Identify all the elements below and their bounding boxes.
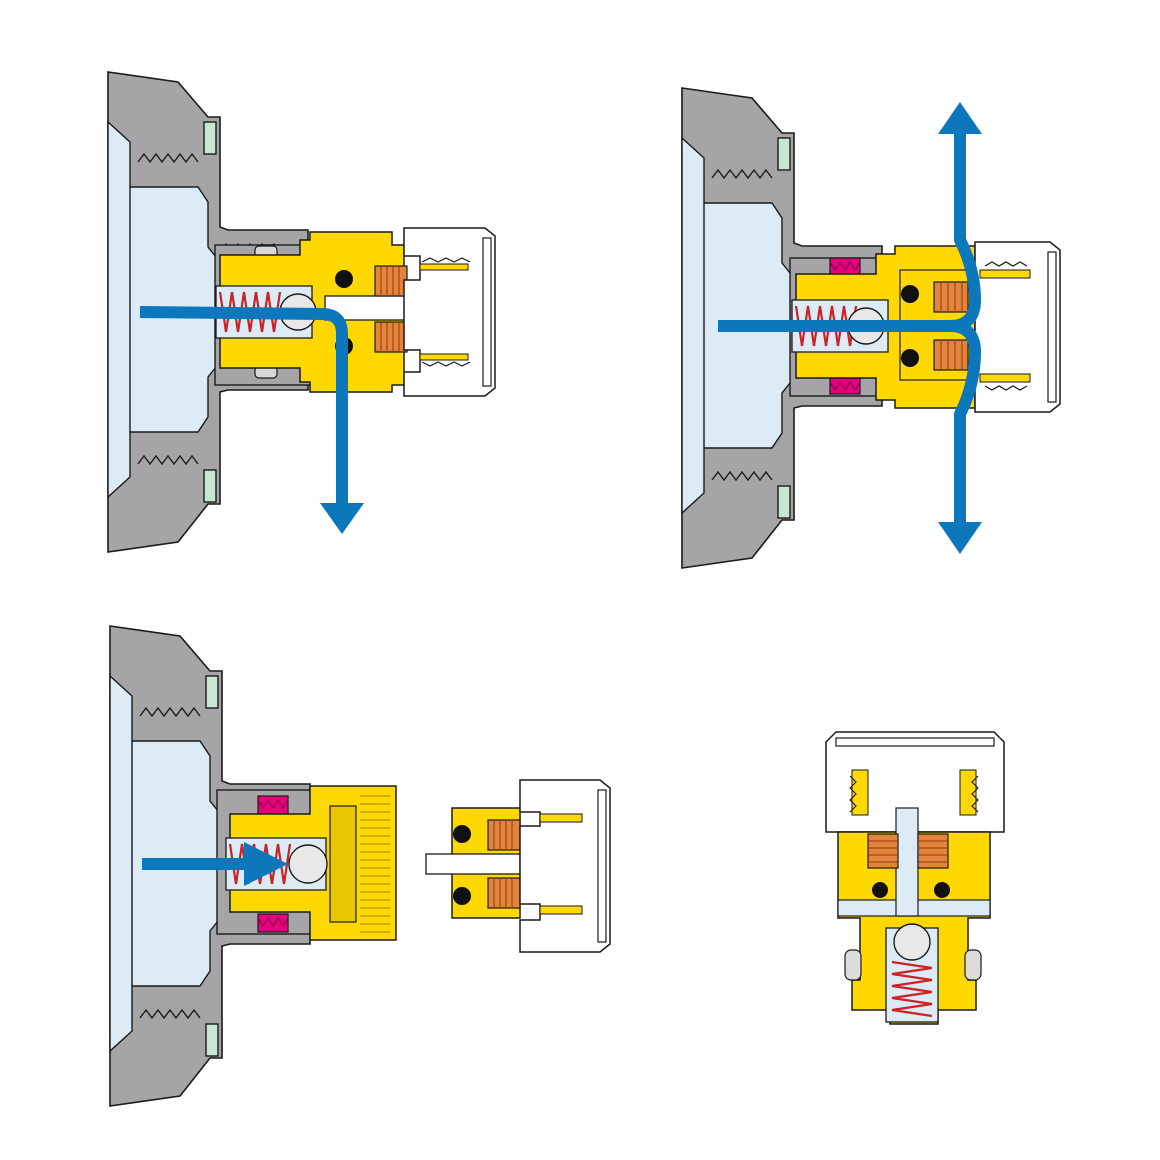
panel-4-cap xyxy=(825,731,1005,833)
panel-4-brass-body xyxy=(837,807,991,1025)
panel-3-detached-coupling xyxy=(425,779,611,953)
panel-3-brass-plug xyxy=(225,785,397,941)
panel-2-flow-arrow xyxy=(718,102,982,554)
panel-3-flow-arrow xyxy=(142,842,288,886)
panel-2-cap xyxy=(974,241,1061,413)
panel-1-cap xyxy=(403,227,496,397)
panel-3-disconnected xyxy=(109,625,611,1107)
panel-1-flow-arrow xyxy=(139,306,364,534)
panel-2-connected-flow-both xyxy=(681,87,1061,569)
panel-4-vertical-section xyxy=(825,731,1005,1025)
panel-1-connected-flow-down xyxy=(107,71,496,553)
